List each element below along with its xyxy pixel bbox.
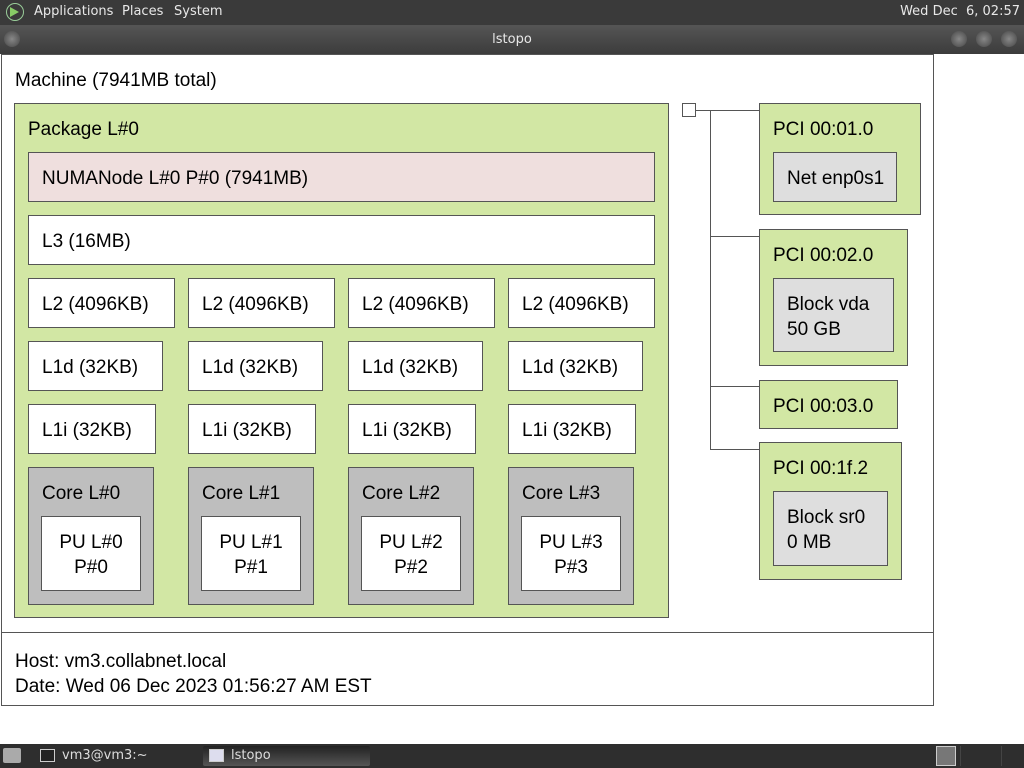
l2-cache-box: L2 (4096KB) <box>188 278 335 328</box>
l2-cache-box-label: L2 (4096KB) <box>42 294 149 315</box>
menu-applications[interactable]: Applications <box>34 4 114 19</box>
pci-device-box-label: PCI 00:03.0 <box>773 396 874 417</box>
l1i-cache-box-label: L1i (32KB) <box>362 420 452 441</box>
window-menu-icon[interactable] <box>4 31 20 47</box>
minimize-button[interactable] <box>951 31 967 47</box>
l2-cache-box-label: L2 (4096KB) <box>522 294 629 315</box>
menu-system[interactable]: System <box>174 4 223 19</box>
l2-cache-box: L2 (4096KB) <box>508 278 655 328</box>
distro-logo-icon[interactable] <box>6 3 24 21</box>
pci-device-box-label: PCI 00:01.0 <box>773 119 874 140</box>
l1i-cache-box: L1i (32KB) <box>348 404 476 454</box>
os-device-label: Block vda <box>787 294 870 315</box>
l2-cache-box: L2 (4096KB) <box>28 278 175 328</box>
l1d-cache-box: L1d (32KB) <box>508 341 643 391</box>
pu-label: PU L#3 <box>539 532 603 553</box>
bus-line <box>710 110 711 450</box>
pu-label: P#2 <box>394 557 428 578</box>
package-label: Package L#0 <box>28 119 139 140</box>
close-button[interactable] <box>1001 31 1017 47</box>
l1i-cache-box: L1i (32KB) <box>508 404 636 454</box>
task-label: lstopo <box>231 748 271 763</box>
l2-cache-box-label: L2 (4096KB) <box>202 294 309 315</box>
os-device-label: Block sr0 <box>787 507 866 528</box>
top-panel: Applications Places System Wed Dec 6, 02… <box>0 0 1024 25</box>
date-label: Date: Wed 06 Dec 2023 01:56:27 AM EST <box>15 676 372 697</box>
numa-node-box: NUMANode L#0 P#0 (7941MB) <box>28 152 655 202</box>
l1d-cache-box-label: L1d (32KB) <box>522 357 619 378</box>
os-device-label: 0 MB <box>787 532 832 553</box>
os-device-box: Block sr0 0 MB <box>773 491 888 566</box>
l1i-cache-box-label: L1i (32KB) <box>42 420 132 441</box>
numa-label: NUMANode L#0 P#0 (7941MB) <box>42 168 309 189</box>
pu-label: P#1 <box>234 557 268 578</box>
workspace-switcher-1[interactable] <box>936 746 956 766</box>
task-lstopo[interactable]: lstopo <box>203 746 370 766</box>
show-desktop-icon[interactable] <box>3 748 21 763</box>
l1i-cache-box: L1i (32KB) <box>28 404 156 454</box>
bus-line <box>695 110 759 111</box>
clock[interactable]: Wed Dec 6, 02:57 <box>900 4 1020 19</box>
workspace-switcher-2[interactable] <box>960 746 1002 766</box>
host-bridge-box <box>682 103 696 117</box>
pu-label: PU L#0 <box>59 532 123 553</box>
lstopo-canvas: Machine (7941MB total) Host: vm3.collabn… <box>0 54 1024 744</box>
window-title: lstopo <box>492 32 532 47</box>
terminal-icon <box>40 749 55 762</box>
bus-line <box>710 386 759 387</box>
pci-device-box-label: PCI 00:02.0 <box>773 245 874 266</box>
l1i-cache-box-label: L1i (32KB) <box>522 420 612 441</box>
host-info: Host: vm3.collabnet.local Date: Wed 06 D… <box>1 632 934 706</box>
pu-label: PU L#1 <box>219 532 283 553</box>
l3-label: L3 (16MB) <box>42 231 131 252</box>
machine-label: Machine (7941MB total) <box>15 70 217 91</box>
task-label: vm3@vm3:~ <box>62 748 148 763</box>
core-box-label: Core L#0 <box>42 483 121 504</box>
l1d-cache-box-label: L1d (32KB) <box>362 357 459 378</box>
l1d-cache-box: L1d (32KB) <box>348 341 483 391</box>
pu-label: P#3 <box>554 557 588 578</box>
l2-cache-box: L2 (4096KB) <box>348 278 495 328</box>
os-device-label: 50 GB <box>787 319 841 340</box>
task-terminal[interactable]: vm3@vm3:~ <box>34 746 194 766</box>
l1d-cache-box: L1d (32KB) <box>188 341 323 391</box>
l1i-cache-box-label: L1i (32KB) <box>202 420 292 441</box>
l1d-cache-box-label: L1d (32KB) <box>202 357 299 378</box>
host-label: Host: vm3.collabnet.local <box>15 651 227 672</box>
bus-line <box>710 449 759 450</box>
os-device-box: Net enp0s1 <box>773 152 897 202</box>
bottom-taskbar: vm3@vm3:~ lstopo <box>0 744 1024 768</box>
pu-label: P#0 <box>74 557 108 578</box>
l1d-cache-box-label: L1d (32KB) <box>42 357 139 378</box>
maximize-button[interactable] <box>976 31 992 47</box>
bus-line <box>710 236 759 237</box>
l1d-cache-box: L1d (32KB) <box>28 341 163 391</box>
l2-cache-box-label: L2 (4096KB) <box>362 294 469 315</box>
core-box-label: Core L#2 <box>362 483 441 504</box>
pci-device-box-label: PCI 00:1f.2 <box>773 458 869 479</box>
window-icon <box>209 749 224 762</box>
pci-device-box: PCI 00:03.0 <box>759 380 898 429</box>
core-box-label: Core L#3 <box>522 483 601 504</box>
core-box-label: Core L#1 <box>202 483 281 504</box>
os-device-box: Block vda 50 GB <box>773 278 894 352</box>
pu-label: PU L#2 <box>379 532 443 553</box>
window-titlebar[interactable]: lstopo <box>0 25 1024 54</box>
menu-places[interactable]: Places <box>122 4 164 19</box>
l3-cache-box: L3 (16MB) <box>28 215 655 265</box>
os-device-label: Net enp0s1 <box>787 168 885 189</box>
l1i-cache-box: L1i (32KB) <box>188 404 316 454</box>
